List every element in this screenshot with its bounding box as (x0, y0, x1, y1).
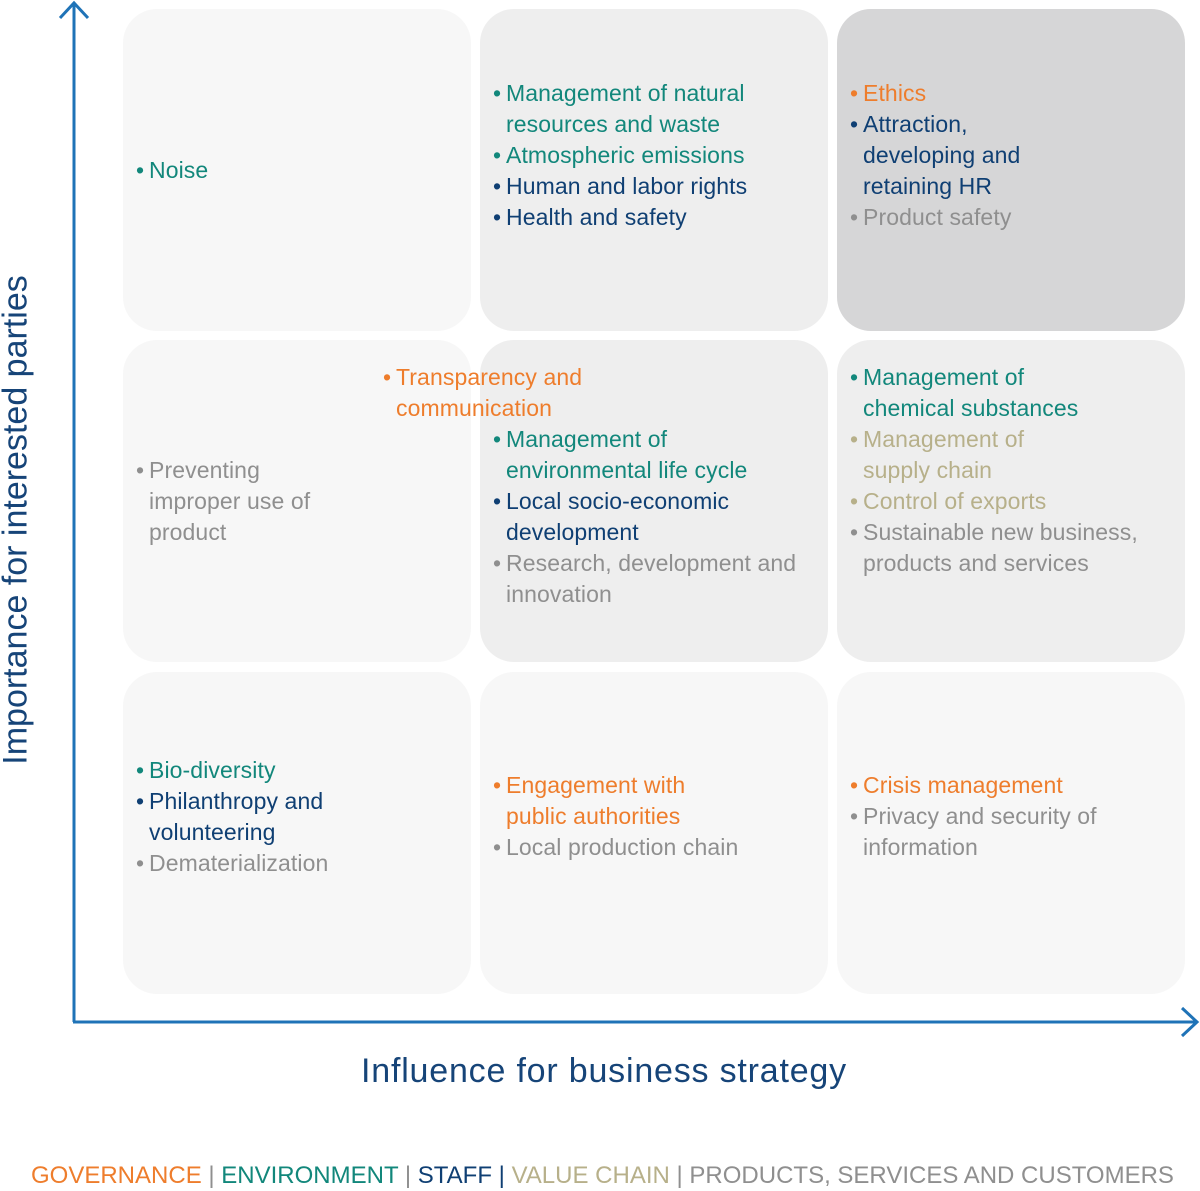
legend-separator: | (498, 1162, 505, 1189)
list-item: Management of environmental life cycle (493, 424, 814, 486)
legend-governance: GOVERNANCE (31, 1162, 202, 1189)
y-axis-arrowhead (58, 0, 90, 20)
legend-environment: ENVIRONMENT (221, 1162, 399, 1189)
legend-separator: | (208, 1162, 215, 1189)
list-item: Control of exports (850, 486, 1183, 517)
cell-high-importance-mid-influence: Management of natural resources and wast… (480, 9, 828, 331)
cell-mid-importance-high-influence: Management of chemical substances Manage… (837, 340, 1185, 662)
list-item: Local production chain (493, 832, 748, 863)
x-axis-label: Influence for business strategy (361, 1052, 847, 1090)
list-item: Philanthropy and volunteering (136, 786, 361, 848)
list-item: Ethics (850, 78, 1045, 109)
cell-low-importance-low-influence: Bio-diversity Philanthropy and volunteer… (123, 672, 471, 994)
list-item: Management of supply chain (850, 424, 1053, 486)
cell-high-importance-low-influence: Noise (123, 9, 471, 331)
x-axis-arrowhead (1180, 1006, 1200, 1038)
legend-staff: STAFF (417, 1162, 492, 1189)
item-list: Management of chemical substances Manage… (850, 362, 1183, 579)
cell-low-importance-mid-influence: Engagement with public authorities Local… (480, 672, 828, 994)
list-item: Attraction, developing and retaining HR (850, 109, 1045, 202)
item-list: Crisis management Privacy and security o… (850, 770, 1105, 863)
legend: GOVERNANCE | ENVIRONMENT | STAFF | VALUE… (31, 1162, 1174, 1190)
item-list: Ethics Attraction, developing and retain… (850, 78, 1045, 233)
list-item: Preventing improper use of product (136, 455, 311, 548)
list-item: Research, development and innovation (493, 548, 814, 610)
list-item: Management of natural resources and wast… (493, 78, 788, 140)
cell-mid-importance-mid-influence: Transparency and communication Managemen… (383, 340, 828, 662)
list-item: Dematerialization (136, 848, 361, 879)
list-item: Sustainable new business, products and s… (850, 517, 1183, 579)
list-item: Crisis management (850, 770, 1105, 801)
list-item: Product safety (850, 202, 1045, 233)
list-item: Privacy and security of information (850, 801, 1105, 863)
legend-value-chain: VALUE CHAIN (511, 1162, 670, 1189)
list-item: Transparency and communication (383, 362, 704, 424)
list-item: Bio-diversity (136, 755, 361, 786)
item-list: Bio-diversity Philanthropy and volunteer… (136, 755, 361, 879)
item-list: Management of natural resources and wast… (493, 78, 788, 233)
legend-separator: | (676, 1162, 683, 1189)
item-list: Engagement with public authorities Local… (493, 770, 748, 863)
y-axis-label: Importance for interested parties (0, 275, 35, 765)
list-item: Noise (136, 155, 463, 186)
list-item: Human and labor rights (493, 171, 788, 202)
list-item: Local socio-economic development (493, 486, 814, 548)
list-item: Atmospheric emissions (493, 140, 788, 171)
cell-high-importance-high-influence: Ethics Attraction, developing and retain… (837, 9, 1185, 331)
list-item: Health and safety (493, 202, 788, 233)
item-list: Noise (136, 155, 463, 186)
item-list: Transparency and communication Managemen… (383, 362, 814, 610)
item-list: Preventing improper use of product (136, 455, 311, 548)
cell-low-importance-high-influence: Crisis management Privacy and security o… (837, 672, 1185, 994)
legend-separator: | (404, 1162, 412, 1189)
list-item: Management of chemical substances (850, 362, 1103, 424)
list-item: Engagement with public authorities (493, 770, 748, 832)
legend-products: PRODUCTS, SERVICES AND CUSTOMERS (689, 1162, 1174, 1189)
